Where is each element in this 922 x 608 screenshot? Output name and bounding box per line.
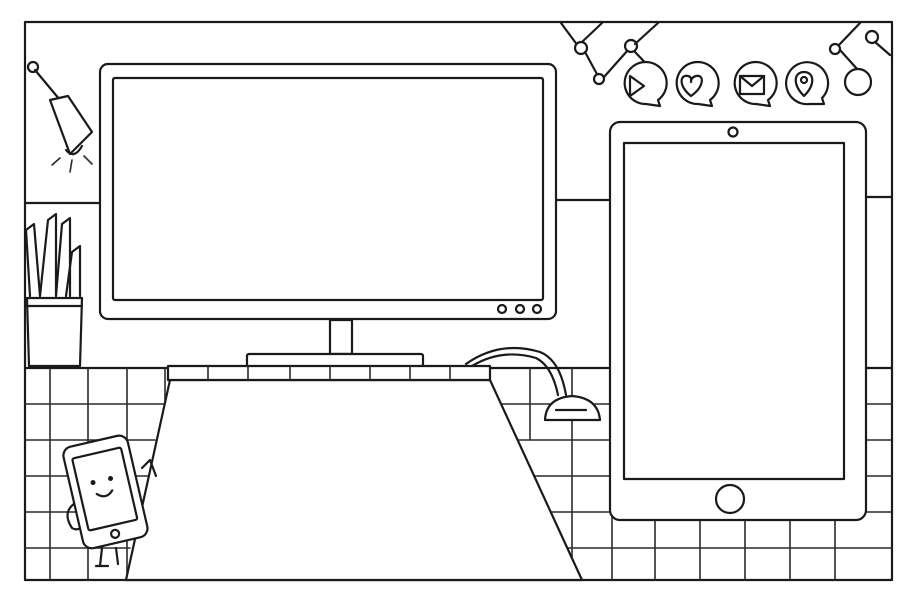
pencil-cup-icon — [23, 212, 84, 368]
location-pin-icon — [785, 61, 830, 106]
keyboard-icon — [166, 364, 492, 382]
desk-surface — [124, 378, 584, 582]
computer-mouse-icon — [464, 346, 602, 422]
smiling-phone-icon — [62, 434, 158, 568]
desktop-monitor-icon — [98, 62, 558, 370]
tablet-icon — [608, 120, 868, 522]
mail-icon — [733, 60, 778, 108]
hanging-lamp-icon — [559, 21, 892, 97]
play-icon — [623, 60, 668, 108]
desk-lamp-icon — [26, 60, 94, 173]
heart-icon — [675, 60, 720, 108]
social-icons — [623, 60, 830, 108]
